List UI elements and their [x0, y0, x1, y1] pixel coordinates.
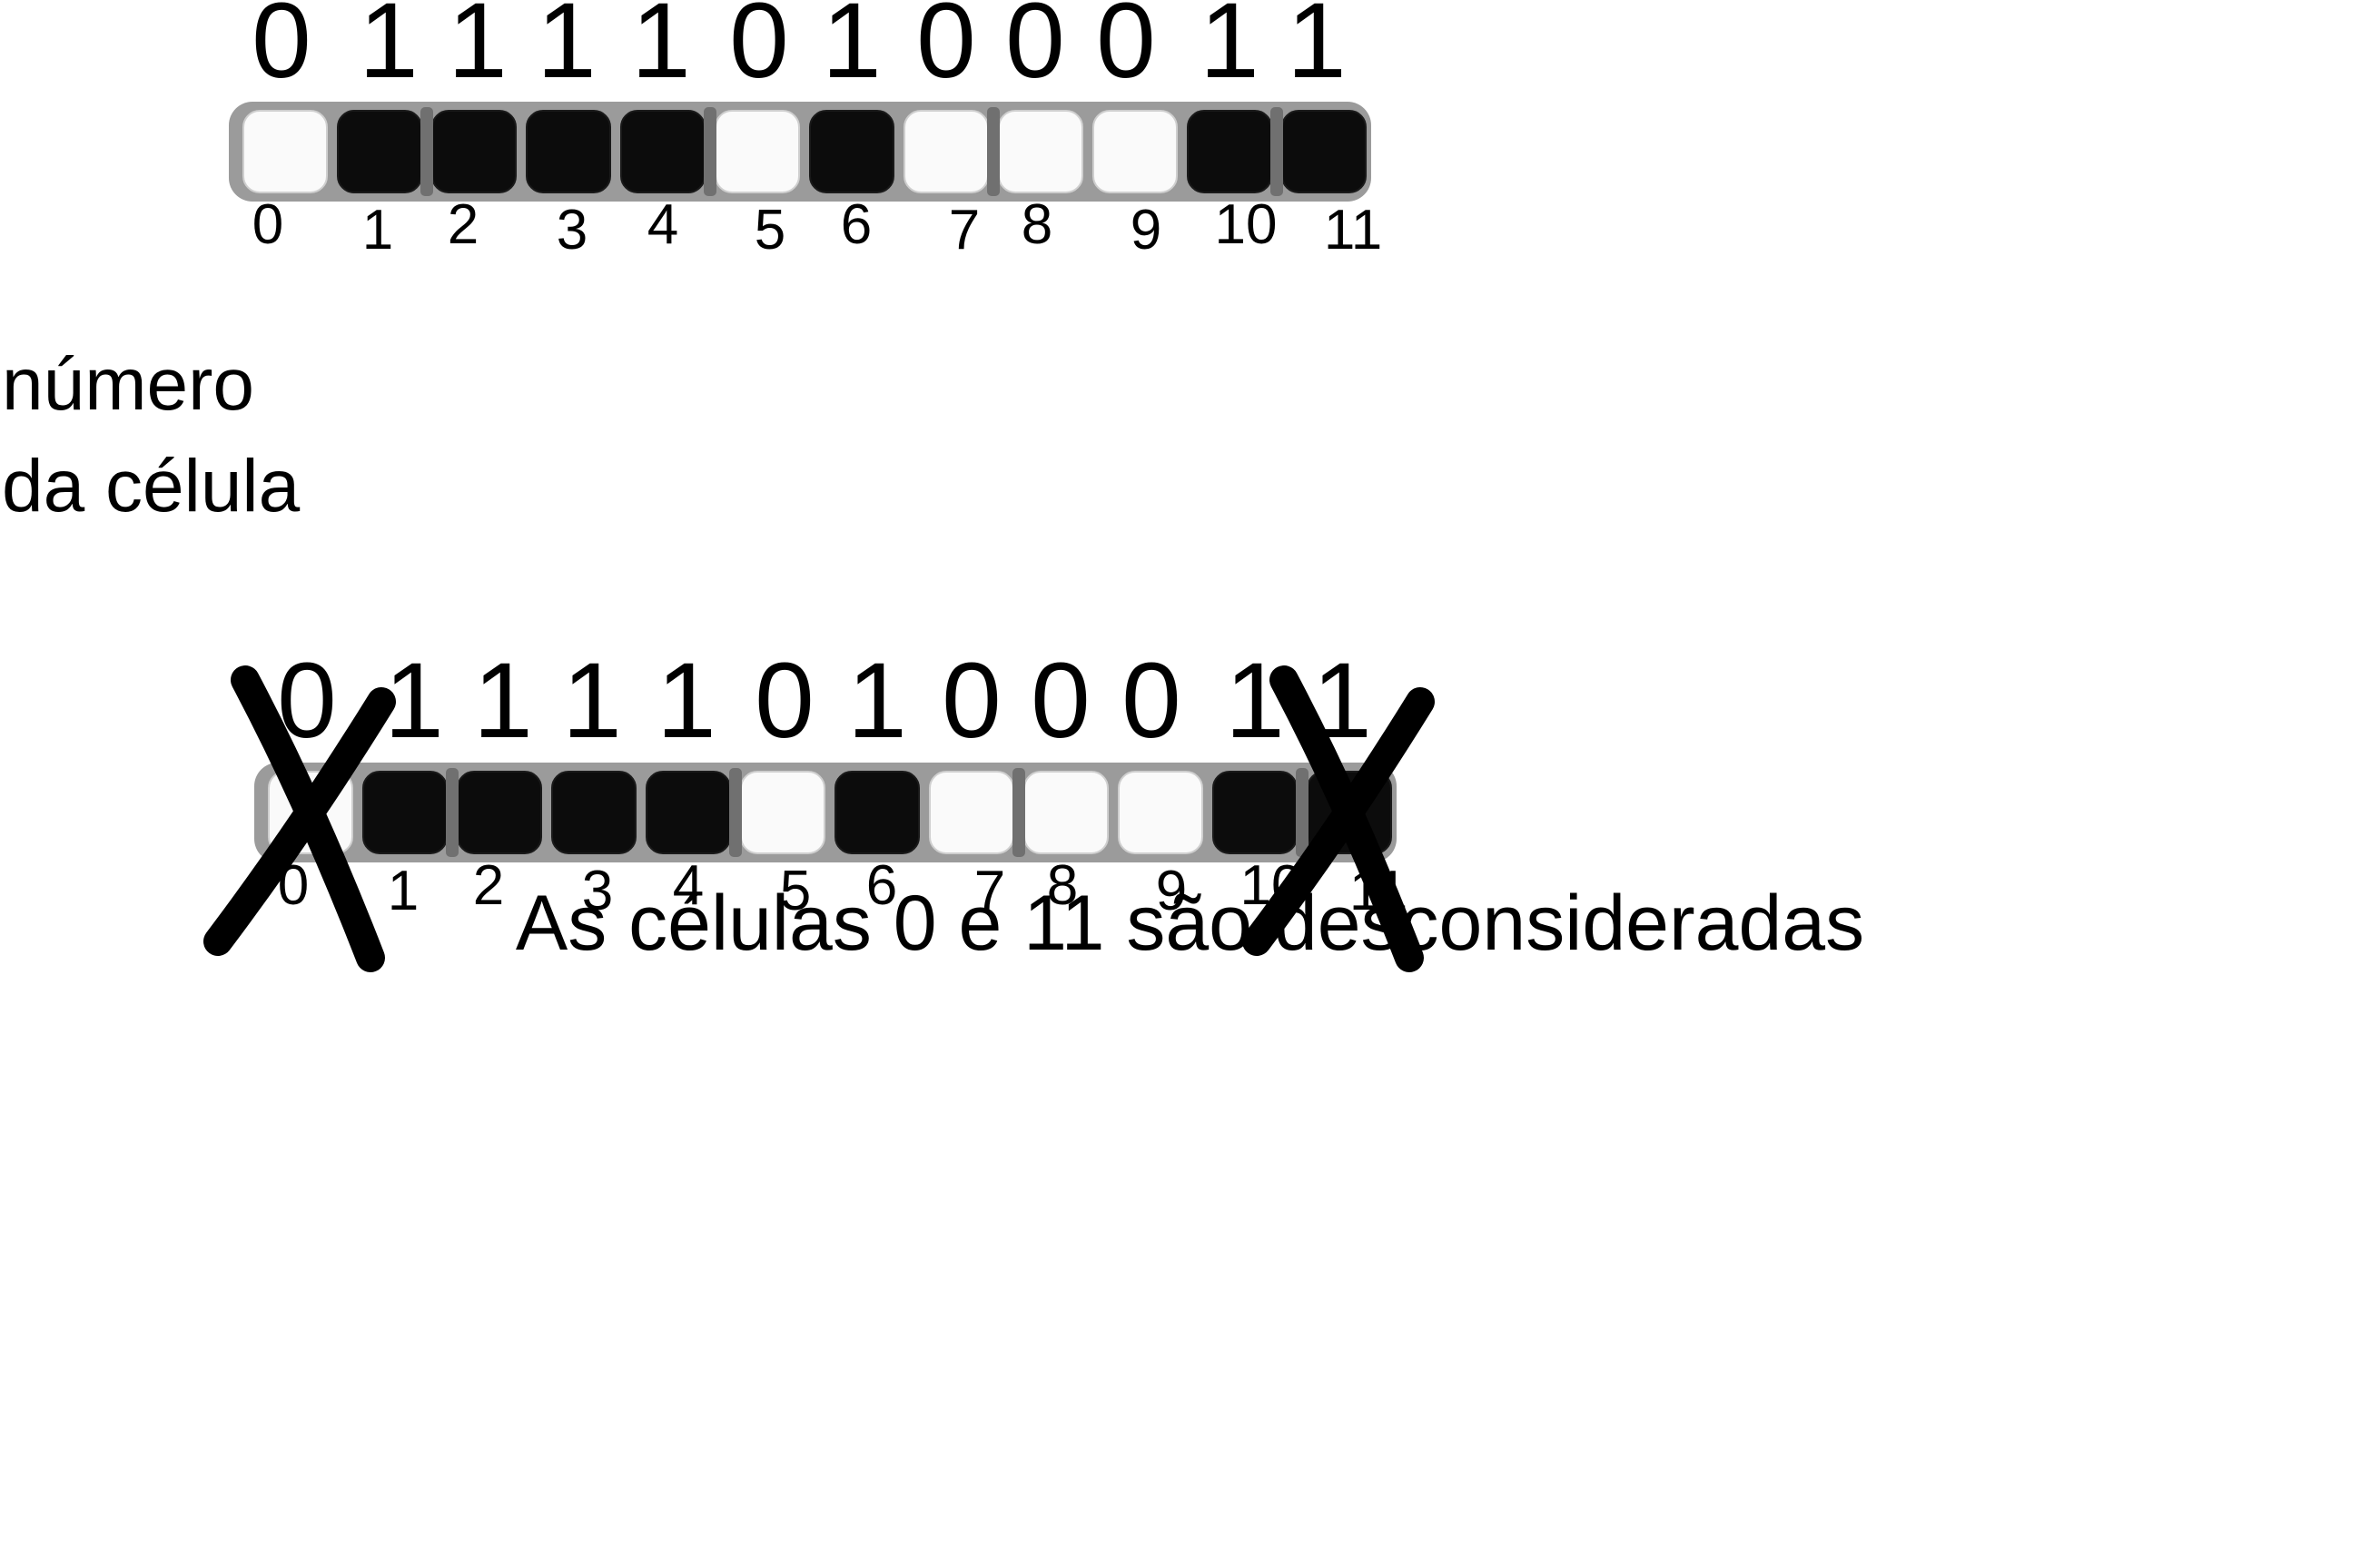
cell-8-white [998, 110, 1083, 193]
bit-label: 1 [359, 0, 419, 101]
cell-number: 4 [673, 854, 704, 917]
cross-mark-cell-11 [1242, 665, 1435, 972]
cross-stroke [203, 687, 396, 956]
cell-number: 11 [1324, 199, 1382, 261]
cell-4-black [646, 771, 731, 854]
cell-number: 3 [582, 860, 613, 922]
cell-number: 2 [448, 193, 479, 256]
cell-number-label-line2: da célula [2, 445, 301, 527]
bit-label: 1 [1225, 641, 1285, 761]
cell-number: 6 [866, 854, 897, 917]
cell-9-white [1092, 110, 1178, 193]
cell-3-black [551, 771, 637, 854]
cell-number: 5 [755, 199, 785, 261]
cell-number: 1 [362, 199, 393, 261]
cell-number: 3 [557, 199, 588, 261]
cell-4-black [620, 110, 706, 193]
discard-caption: As células 0 e 11 são desconsideradas [515, 880, 1865, 967]
cell-divider [729, 768, 742, 857]
cell-0-white [242, 110, 328, 193]
cell-10-black [1212, 771, 1298, 854]
bit-label: 1 [631, 0, 691, 101]
cell-divider [420, 107, 433, 196]
bit-label: 0 [729, 0, 789, 101]
cell-divider [987, 107, 1000, 196]
bit-label: 0 [252, 0, 311, 101]
cell-6-black [809, 110, 894, 193]
bit-label: 0 [1096, 0, 1156, 101]
bit-label: 0 [916, 0, 976, 101]
bit-label: 0 [755, 641, 815, 761]
cell-number: 7 [949, 199, 980, 261]
cell-6-black [834, 771, 920, 854]
bit-label: 0 [942, 641, 1002, 761]
bit-label: 0 [1005, 0, 1065, 101]
cell-11-black [1281, 110, 1367, 193]
cell-number: 1 [388, 860, 419, 922]
cell-1-black [337, 110, 422, 193]
bit-label: 0 [1121, 641, 1181, 761]
cell-8-white [1023, 771, 1109, 854]
bit-label: 1 [562, 641, 622, 761]
cell-number: 8 [1047, 854, 1078, 917]
cell-1-black [362, 771, 448, 854]
cell-number: 2 [473, 854, 504, 917]
bit-label: 1 [473, 641, 533, 761]
bit-label: 1 [448, 0, 508, 101]
cell-number: 9 [1156, 860, 1187, 922]
cell-number: 5 [780, 860, 811, 922]
cell-9-white [1118, 771, 1203, 854]
cell-number: 10 [1215, 193, 1278, 256]
cell-number-label: número da célula [2, 334, 300, 537]
cell-number: 6 [841, 193, 872, 256]
cell-number: 8 [1022, 193, 1052, 256]
bit-label: 1 [822, 0, 882, 101]
bit-label: 1 [847, 641, 907, 761]
cell-7-white [929, 771, 1014, 854]
cell-number: 7 [974, 860, 1005, 922]
cell-divider [1270, 107, 1283, 196]
bit-label: 1 [657, 641, 716, 761]
bit-label: 1 [1287, 0, 1347, 101]
bit-label: 1 [537, 0, 597, 101]
bit-label: 0 [1031, 641, 1091, 761]
cell-3-black [526, 110, 611, 193]
cell-divider [1012, 768, 1025, 857]
cell-divider [1296, 768, 1309, 857]
cell-number-label-line1: número [2, 343, 255, 426]
cross-stroke [1242, 687, 1435, 956]
cell-10-black [1187, 110, 1272, 193]
cell-2-black [457, 771, 542, 854]
cell-number: 4 [647, 193, 678, 256]
cell-divider [704, 107, 716, 196]
cross-mark-cell-0 [203, 665, 396, 972]
cell-7-white [904, 110, 989, 193]
cell-row [242, 107, 1367, 196]
bit-label: 1 [1200, 0, 1259, 101]
cell-divider [446, 768, 459, 857]
cell-5-white [715, 110, 800, 193]
cell-number: 9 [1131, 199, 1161, 261]
cell-number: 0 [252, 193, 283, 256]
cell-2-black [431, 110, 517, 193]
cell-5-white [740, 771, 825, 854]
